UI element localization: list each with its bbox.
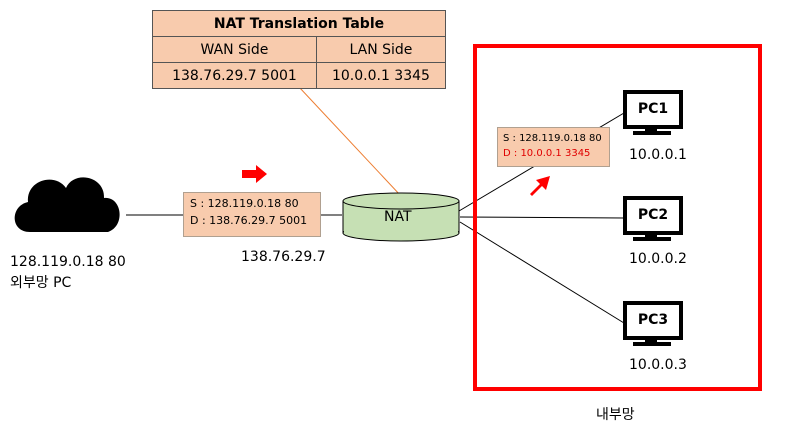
packet-source: S : 128.119.0.18 80 (190, 197, 299, 210)
wan-side-value: 138.76.29.7 5001 (152, 62, 317, 89)
lan-link-pc3 (459, 221, 625, 324)
pc-name: PC3 (623, 301, 683, 340)
pc2-icon: PC2 (621, 194, 683, 242)
lan-side-value: 10.0.0.1 3345 (315, 62, 447, 89)
router-ip: 138.76.29.7 (241, 249, 326, 265)
pc2-ip: 10.0.0.2 (629, 251, 687, 267)
external-name: 외부망 PC (10, 275, 72, 291)
pc3-ip: 10.0.0.3 (629, 357, 687, 373)
cloud-icon (14, 177, 120, 232)
pc1-ip: 10.0.0.1 (629, 147, 687, 163)
nat-translation-table: NAT Translation Table WAN Side LAN Side … (152, 10, 447, 89)
packet-dest: D : 138.76.29.7 5001 (190, 214, 308, 227)
pc1-icon: PC1 (621, 88, 683, 136)
internal-network-box (473, 44, 762, 391)
lan-link-pc2 (459, 216, 625, 219)
arrow-right-icon (242, 165, 267, 183)
table-title: NAT Translation Table (152, 10, 446, 37)
pc-name: PC2 (623, 196, 683, 235)
inner-packet: S : 128.119.0.18 80 D : 10.0.0.1 3345 (497, 127, 610, 167)
external-ip: 128.119.0.18 80 (10, 254, 126, 270)
arrow-diagonal-icon (530, 176, 550, 196)
pc-name: PC1 (623, 90, 683, 129)
internal-network-label: 내부망 (596, 407, 635, 423)
router-label: NAT (384, 209, 412, 225)
wan-side-header: WAN Side (152, 36, 317, 63)
packet-dest: D : 10.0.0.1 3345 (503, 148, 591, 159)
lan-side-header: LAN Side (315, 36, 447, 63)
table-connector (298, 86, 402, 197)
pc3-icon: PC3 (621, 299, 683, 347)
nat-router (342, 192, 460, 242)
packet-source: S : 128.119.0.18 80 (503, 133, 602, 144)
outer-packet: S : 128.119.0.18 80 D : 138.76.29.7 5001 (183, 192, 321, 237)
